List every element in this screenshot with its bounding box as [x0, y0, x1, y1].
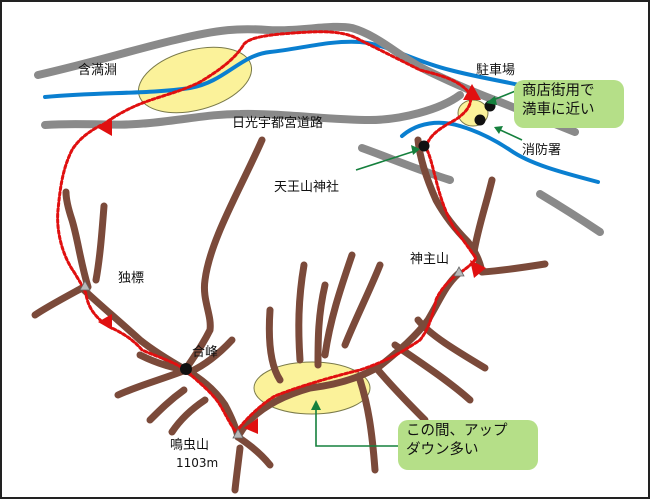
- arrow-nakimushiyama: [244, 418, 258, 434]
- arrow-gammangafuchi: [98, 120, 112, 136]
- spur-n-4: [314, 281, 329, 369]
- spur-se-1: [414, 316, 489, 372]
- tenozan-shrine-dot: [418, 140, 430, 152]
- ridge-aimine-sw-2: [146, 386, 188, 424]
- callout-parking-line-2: 満車に近い: [522, 101, 595, 118]
- aimine-dot: [180, 363, 192, 375]
- arrowhead-updown-note: [311, 400, 321, 410]
- ridge-nakimushi-s: [231, 444, 244, 494]
- ridge-to-aimine: [182, 136, 266, 373]
- lower-road: [41, 91, 464, 129]
- label-nikko-road: 日光宇都宮道路: [232, 116, 324, 131]
- pointer-updown-note: [315, 402, 405, 447]
- label-gammangafuchi: 含満淵: [78, 63, 118, 78]
- tributary-river: [400, 120, 600, 184]
- hiking-route: [56, 30, 478, 434]
- label-aimine: 合峰: [192, 345, 219, 360]
- spur-n-2: [341, 261, 384, 349]
- ridge-aimine-to-nakimushi: [182, 366, 242, 441]
- ridge-nakimushi-se: [234, 433, 274, 469]
- route-arrows: [98, 84, 486, 434]
- ridge-aimine-sw-3: [168, 396, 209, 436]
- label-nakimushiyama: 鳴虫山: [170, 438, 210, 453]
- rivers: [43, 39, 600, 184]
- hitorishirube-summit-icon: [79, 280, 91, 291]
- label-nakimushiyama-elevation: 1103m: [176, 456, 219, 470]
- ridge-kannushi-to-nakimushi: [234, 270, 462, 441]
- callout-parking-note: 商店街用で 満車に近い: [514, 80, 624, 128]
- callout-updown-line-1: この間、アップ: [406, 423, 508, 439]
- arrow-parking: [463, 84, 481, 100]
- ridge-aimine-sw: [114, 366, 190, 399]
- daiya-river: [43, 39, 552, 99]
- callout-arrowheads: [311, 96, 503, 410]
- ridge-hitorishirube-west: [31, 284, 86, 319]
- roads: [34, 22, 604, 236]
- ridge-east-spur: [478, 260, 549, 276]
- spur-se-3: [374, 366, 429, 424]
- label-kannushiyama: 神主山: [410, 252, 450, 267]
- arrowhead-tenozan-shrine: [411, 145, 420, 155]
- spur-n-1: [321, 251, 356, 359]
- nakimushiyama-summit-icon: [232, 428, 244, 439]
- label-hitorishirube: 独標: [118, 271, 145, 286]
- parking-dot: [474, 114, 486, 126]
- label-parking: 駐車場: [476, 63, 516, 78]
- callout-updown-note: この間、アップ ダウン多い: [398, 420, 538, 470]
- spur-n-5: [265, 306, 284, 384]
- pointer-tenozan-shrine: [355, 149, 419, 171]
- arrowhead-fire-station: [494, 126, 503, 134]
- spur-n-3: [295, 261, 308, 364]
- ridge-hitorishirube-north: [62, 188, 92, 291]
- arrow-hitorishirube: [98, 314, 112, 330]
- upper-road: [34, 22, 579, 136]
- nikko-road-west: [358, 144, 454, 184]
- route-loop: [56, 30, 478, 434]
- label-fire-station: 消防署: [522, 143, 562, 158]
- ridge-aimine-east: [186, 336, 236, 376]
- arrowhead-parking-note: [486, 96, 497, 105]
- nikko-road-east: [536, 190, 604, 236]
- callout-parking-line-1: 商店街用で: [522, 83, 595, 99]
- ridge-east-branch: [470, 176, 496, 256]
- spur-se-4: [356, 376, 379, 474]
- kannushiyama-summit-icon: [453, 266, 465, 277]
- highlight-gammangafuchi: [137, 46, 253, 114]
- ridge-hitorishirube-ne: [92, 202, 108, 284]
- callout-updown-line-2: ダウン多い: [406, 441, 479, 458]
- label-tenozan-shrine: 天王山神社: [274, 180, 340, 195]
- arrow-kannushiyama: [470, 260, 486, 278]
